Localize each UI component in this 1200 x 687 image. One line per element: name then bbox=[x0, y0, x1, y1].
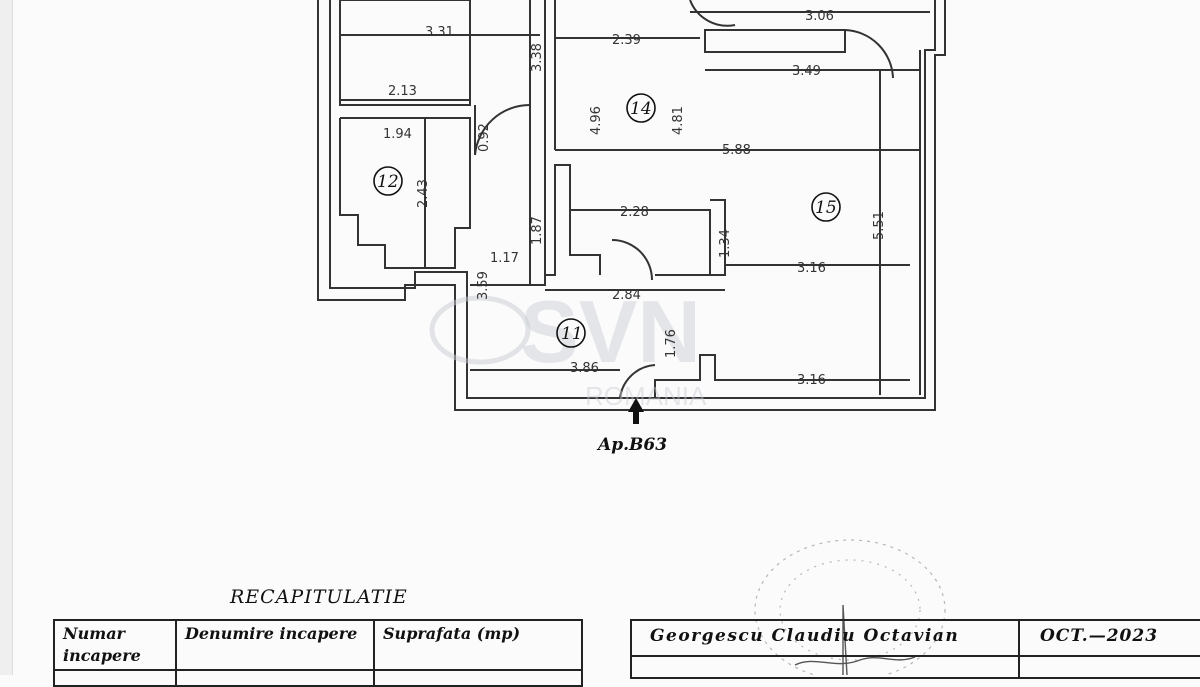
dim-label: 3.06 bbox=[805, 9, 834, 24]
dim-label: 4.81 bbox=[671, 106, 686, 135]
dim-label: 1.17 bbox=[490, 251, 519, 266]
recap-table: Numar incapere Denumire incapere Suprafa… bbox=[53, 619, 583, 687]
entry-arrow-icon bbox=[628, 398, 644, 424]
dim-label: 3.59 bbox=[476, 271, 491, 300]
author-name: Georgescu Claudiu Octavian bbox=[650, 626, 960, 646]
header-room-number: Numar incapere bbox=[53, 619, 177, 671]
door-arc bbox=[611, 239, 653, 281]
room-12-wall bbox=[339, 117, 471, 269]
dim-label: 3.16 bbox=[797, 261, 826, 276]
dim-label: 5.88 bbox=[722, 143, 751, 158]
header-area: Suprafata (mp) bbox=[373, 619, 583, 671]
room-number: 12 bbox=[377, 172, 399, 192]
dim-label: 5.51 bbox=[872, 211, 887, 240]
watermark-brand: SVN bbox=[520, 282, 701, 381]
signature-divider bbox=[1018, 619, 1020, 679]
header-room-name: Denumire incapere bbox=[175, 619, 375, 671]
floor-plan: SVN ROMANIA 3.31 3.38 2.39 3.06 3.49 2.1… bbox=[317, 0, 946, 455]
stamp-signature-icon bbox=[754, 539, 946, 675]
entry-door-arc bbox=[619, 364, 656, 399]
dim-label: 1.87 bbox=[530, 216, 545, 245]
room-number: 15 bbox=[815, 198, 837, 218]
dim-label: 3.86 bbox=[570, 361, 599, 376]
table-cell bbox=[53, 669, 177, 687]
inner-wall bbox=[329, 0, 936, 399]
dim-label: 1.94 bbox=[383, 127, 412, 142]
signature-rule bbox=[630, 655, 1200, 657]
dim-label: 4.96 bbox=[589, 106, 604, 135]
dim-label: 2.39 bbox=[612, 33, 641, 48]
dim-label: 2.84 bbox=[612, 288, 641, 303]
dim-label: 0.92 bbox=[477, 123, 492, 152]
door-arc bbox=[844, 29, 894, 79]
outer-wall bbox=[317, 0, 946, 411]
room-number: 11 bbox=[561, 324, 583, 344]
dim-label: 3.49 bbox=[792, 64, 821, 79]
document-date: OCT.—2023 bbox=[1040, 626, 1159, 646]
watermark: SVN ROMANIA bbox=[429, 282, 707, 411]
dimension-labels: 3.31 3.38 2.39 3.06 3.49 2.13 1.94 0.92 … bbox=[383, 9, 887, 388]
dim-label: 3.31 bbox=[425, 25, 454, 40]
room-top-left-wall bbox=[339, 0, 471, 106]
watermark-sub: ROMANIA bbox=[585, 381, 707, 411]
door-arc bbox=[689, 0, 736, 27]
table-cell bbox=[373, 669, 583, 687]
dim-label: 1.34 bbox=[718, 229, 733, 258]
bath-wall bbox=[544, 160, 601, 276]
dim-label: 2.28 bbox=[620, 205, 649, 220]
scan-edge bbox=[0, 0, 13, 675]
recap-title: RECAPITULATIE bbox=[230, 586, 408, 608]
apartment-label: Ap.B63 bbox=[596, 435, 667, 455]
dim-label: 2.43 bbox=[416, 179, 431, 208]
room-markers: 12 14 15 11 bbox=[373, 93, 841, 348]
dim-label: 2.13 bbox=[388, 84, 417, 99]
room-number: 14 bbox=[630, 99, 652, 119]
dim-label: 1.76 bbox=[664, 329, 679, 358]
dim-label: 3.16 bbox=[797, 373, 826, 388]
table-cell bbox=[175, 669, 375, 687]
dim-label: 3.38 bbox=[530, 43, 545, 72]
door-arc bbox=[474, 103, 531, 156]
